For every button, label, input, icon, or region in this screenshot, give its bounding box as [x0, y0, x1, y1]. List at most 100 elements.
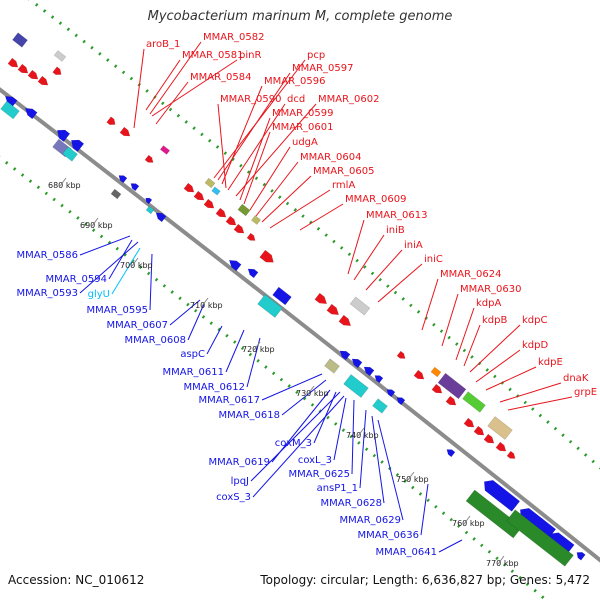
forward-gene-25	[473, 425, 485, 436]
tick-mark-10	[497, 555, 505, 565]
label-mmar_0618: MMAR_0618	[219, 410, 281, 421]
forward-gene-22	[431, 383, 443, 394]
connector-forward-28	[475, 349, 521, 383]
label-mmar_0586: MMAR_0586	[17, 250, 79, 261]
connector-forward-16	[261, 175, 312, 223]
reverse-gene-15	[386, 389, 396, 398]
tick-label-3: 700 kbp	[120, 261, 153, 270]
label-lpqj: lpqJ	[231, 476, 249, 487]
label-mmar_0607: MMAR_0607	[107, 320, 169, 331]
gene-features	[0, 32, 586, 567]
label-arob_1: aroB_1	[146, 39, 180, 50]
reverse-gene-blue-box	[272, 286, 292, 306]
genome-backbone	[0, 87, 600, 563]
connector-reverse-23	[438, 539, 463, 553]
reverse-gene-7	[145, 197, 153, 205]
connector-reverse-10	[246, 337, 261, 388]
forward-gene-24	[463, 417, 475, 428]
connector-forward-22	[377, 263, 423, 303]
forward-gene-21	[413, 369, 425, 380]
connector-reverse-21	[377, 419, 404, 521]
topology-text: Topology: circular; Length: 6,636,827 bp…	[260, 573, 590, 587]
connector-reverse-22	[420, 483, 429, 536]
tick-mark-1	[59, 177, 67, 187]
label-inic: iniC	[424, 254, 443, 265]
reverse-gene-5	[118, 175, 128, 184]
tick-mark-3	[131, 257, 139, 267]
label-mmar_0608: MMAR_0608	[125, 335, 187, 346]
forward-gene-tan	[487, 416, 513, 440]
label-mmar_0613: MMAR_0613	[366, 210, 428, 221]
label-mmar_0609: MMAR_0609	[345, 194, 407, 205]
label-mmar_0641: MMAR_0641	[376, 547, 438, 558]
label-kdpd: kdpD	[522, 340, 548, 351]
label-kdpb: kdpB	[482, 315, 507, 326]
tick-mark-2	[91, 217, 99, 227]
connector-forward-5	[155, 81, 189, 125]
tick-label-1: 680 kbp	[48, 181, 81, 190]
connector-forward-26	[463, 324, 481, 367]
reverse-gene-13	[363, 366, 375, 377]
label-inib: iniB	[386, 225, 405, 236]
label-kdpa: kdpA	[476, 298, 501, 309]
connector-forward-27	[469, 324, 521, 373]
label-mmar_0593: MMAR_0593	[17, 288, 79, 299]
connector-forward-18	[299, 203, 344, 231]
forward-gene-7	[119, 126, 131, 137]
tick-label-9: 760 kbp	[452, 519, 485, 528]
connector-reverse-17	[250, 391, 341, 482]
forward-gene-orange	[430, 366, 442, 378]
connector-reverse-5	[149, 253, 153, 311]
label-grpe: grpE	[574, 387, 597, 398]
label-mmar_0619: MMAR_0619	[209, 457, 271, 468]
forward-gene-1	[7, 57, 19, 68]
connector-reverse-6	[169, 299, 201, 326]
forward-gene-2	[17, 63, 29, 74]
label-mmar_0596: MMAR_0596	[264, 76, 326, 87]
reverse-gene-green-long-1	[465, 489, 523, 539]
label-connectors	[79, 41, 573, 553]
connector-forward-12	[239, 117, 271, 201]
connector-forward-10	[227, 103, 286, 191]
reverse-gene-18	[483, 479, 521, 512]
label-mmar_0597: MMAR_0597	[292, 63, 354, 74]
forward-gene-grey-1	[53, 50, 67, 62]
connector-forward-19	[347, 219, 365, 275]
forward-gene-14	[233, 223, 245, 234]
reverse-gene-navy-1	[12, 32, 28, 48]
forward-gene-3	[27, 69, 39, 80]
connector-forward-4	[151, 59, 238, 117]
connector-reverse-14	[333, 397, 347, 461]
label-mmar_0601: MMAR_0601	[272, 122, 334, 133]
tick-mark-4	[201, 297, 209, 307]
label-mmar_0594: MMAR_0594	[46, 274, 108, 285]
tick-label-4: 710 kbp	[190, 301, 223, 310]
tick-label-10: 770 kbp	[486, 559, 519, 568]
connector-forward-3	[145, 59, 181, 111]
label-mmar_0590: MMAR_0590	[220, 94, 282, 105]
reverse-gene-6	[130, 183, 140, 192]
connector-forward-30	[499, 382, 562, 403]
label-dnak: dnaK	[563, 373, 589, 384]
forward-gene-green-2	[462, 391, 486, 413]
connector-reverse-8	[206, 325, 223, 355]
tick-label-2: 690 kbp	[80, 221, 113, 230]
label-mmar_0604: MMAR_0604	[300, 152, 362, 163]
label-glyu: glyU	[88, 289, 110, 300]
label-mmar_0628: MMAR_0628	[321, 498, 383, 509]
reverse-gene-12	[351, 358, 363, 369]
reverse-gene-14	[374, 375, 384, 384]
reverse-gene-cyan-6	[372, 398, 388, 414]
label-rmla: rmlA	[332, 180, 355, 191]
forward-gene-11	[203, 198, 215, 209]
label-udga: udgA	[292, 137, 318, 148]
reverse-gene-khaki	[324, 358, 340, 374]
forward-gene-9	[183, 182, 195, 193]
forward-gene-15	[246, 232, 256, 241]
label-mmar_0630: MMAR_0630	[460, 284, 522, 295]
reverse-gene-10	[247, 268, 259, 279]
tick-label-7: 740 kbp	[346, 431, 379, 440]
forward-gene-13	[225, 215, 237, 226]
label-mmar_0625: MMAR_0625	[289, 469, 351, 480]
